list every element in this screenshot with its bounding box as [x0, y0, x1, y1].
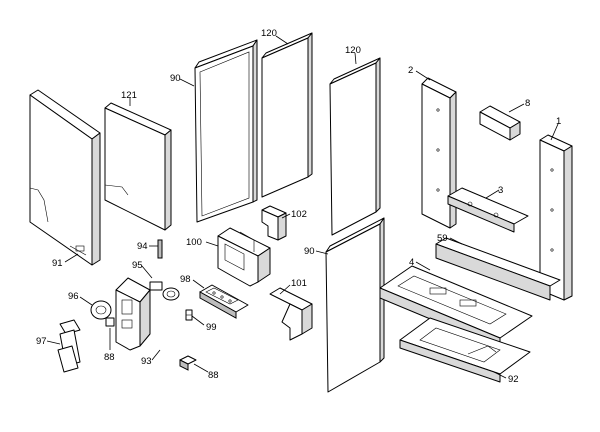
callout-96: 96	[68, 291, 79, 302]
callout-4: 4	[409, 257, 414, 268]
callout-97: 97	[36, 336, 47, 347]
callout-120-right: 120	[345, 45, 361, 56]
callout-92: 92	[508, 374, 519, 385]
part-99-clip	[185, 309, 193, 321]
callout-102: 102	[291, 209, 307, 220]
part-98-control-board	[199, 284, 249, 319]
callout-101: 101	[291, 278, 307, 289]
part-93-control-panel	[115, 277, 151, 351]
callout-120-upper: 120	[261, 28, 277, 39]
callout-93: 93	[141, 356, 152, 367]
part-120-upper-panel	[261, 32, 313, 198]
part-101-deflector	[269, 287, 313, 341]
callout-labels: 1 2 3 4 8 59 90 90 91 92 93 94 95 96 97 …	[36, 28, 561, 385]
callout-99: 99	[206, 322, 217, 333]
part-92-base-pan	[399, 317, 531, 383]
callout-8: 8	[525, 98, 530, 109]
part-94-rod	[157, 239, 163, 259]
part-120-right-panel	[329, 57, 381, 236]
callout-90-lower: 90	[304, 246, 315, 257]
callout-59: 59	[437, 233, 448, 244]
part-2-frame-rail	[421, 77, 457, 229]
part-59-panel	[435, 237, 561, 301]
part-97-labels	[57, 319, 81, 373]
leader-lines	[46, 35, 559, 379]
callout-100: 100	[186, 237, 202, 248]
callout-95: 95	[132, 260, 143, 271]
callout-1: 1	[556, 116, 561, 127]
part-102-bracket	[261, 205, 287, 241]
part-95-knob	[149, 281, 180, 301]
part-1-frame-post	[539, 134, 573, 301]
part-121-panel	[104, 102, 172, 231]
part-8-bracket	[479, 105, 521, 141]
part-88-left	[105, 317, 115, 327]
part-90-upper-panel	[194, 39, 258, 223]
callout-94: 94	[137, 241, 148, 252]
callout-3: 3	[498, 185, 503, 196]
callout-121: 121	[121, 90, 137, 101]
part-91-front-panel	[29, 89, 101, 266]
callout-90-upper: 90	[170, 73, 181, 84]
part-96-knob-disc	[90, 300, 112, 320]
callout-2: 2	[408, 65, 413, 76]
callout-91: 91	[52, 258, 63, 269]
part-88-right	[179, 355, 197, 371]
callout-88-left: 88	[104, 352, 115, 363]
part-3-plate	[447, 187, 529, 233]
part-90-lower-panel	[325, 217, 385, 393]
part-100-housing	[217, 227, 271, 287]
callout-88-right: 88	[208, 370, 219, 381]
callout-98: 98	[180, 274, 191, 285]
